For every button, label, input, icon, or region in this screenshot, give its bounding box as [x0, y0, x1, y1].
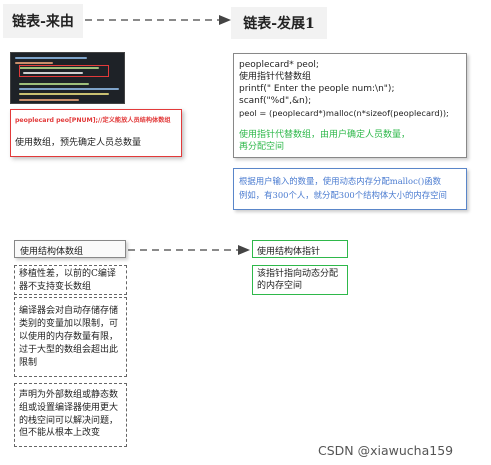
- code-line-4: scanf("%d",&n);: [239, 96, 312, 106]
- array-code-line: peoplecard peo[PNUM];//定义能放人员结构体数组: [15, 117, 171, 124]
- code-line-3: printf(" Enter the people num:\n");: [239, 84, 395, 94]
- middle-arrow: [128, 245, 250, 255]
- watermark: CSDN @xiawucha159: [318, 443, 454, 458]
- left-title: 链表-来由: [3, 4, 83, 38]
- pointer-note-box: 该指针指向动态分配的内存空间: [252, 265, 348, 295]
- array-definition-box: peoplecard peo[PNUM];//定义能放人员结构体数组 使用数组，…: [10, 109, 182, 157]
- code-screenshot: [10, 52, 125, 104]
- pointer-code-box: peoplecard* peol; 使用指针代替数组 printf(" Ente…: [233, 53, 467, 158]
- right-title: 链表-发展1: [231, 7, 327, 39]
- green-note-1: 使用指针代替数组，由用户确定人员数量，: [239, 130, 411, 140]
- green-note-2: 再分配空间: [239, 142, 285, 152]
- malloc-line-1: 根据用户输入的数量，使用动态内存分配malloc()函数: [239, 176, 442, 186]
- malloc-explanation-box: 根据用户输入的数量，使用动态内存分配malloc()函数 例如，有300个人，就…: [233, 168, 467, 210]
- code-line-5: peol = (peoplecard*)malloc(n*sizeof(peop…: [239, 108, 449, 118]
- memory-limit-note: 编译器会对自动存储存储类别的变量加以限制，可以使用的内存数量有限，过于大型的数组…: [14, 297, 127, 377]
- portability-note: 移植性差，以前的C编译器不支持变长数组: [14, 265, 127, 295]
- solution-note: 声明为外部数组或静态数组或设置编译器使用更大的栈空间可以解决问题，但不能从根本上…: [14, 383, 127, 447]
- array-note: 使用数组，预先确定人员总数量: [15, 138, 142, 148]
- code-line-2: 使用指针代替数组: [239, 72, 312, 82]
- top-arrow: [85, 15, 231, 25]
- malloc-line-2: 例如，有300个人，就分配300个结构体大小的内存空间: [239, 190, 447, 200]
- struct-pointer-box: 使用结构体指针: [252, 240, 348, 258]
- struct-array-box: 使用结构体数组: [14, 240, 126, 258]
- code-line-1: peoplecard* peol;: [239, 60, 319, 70]
